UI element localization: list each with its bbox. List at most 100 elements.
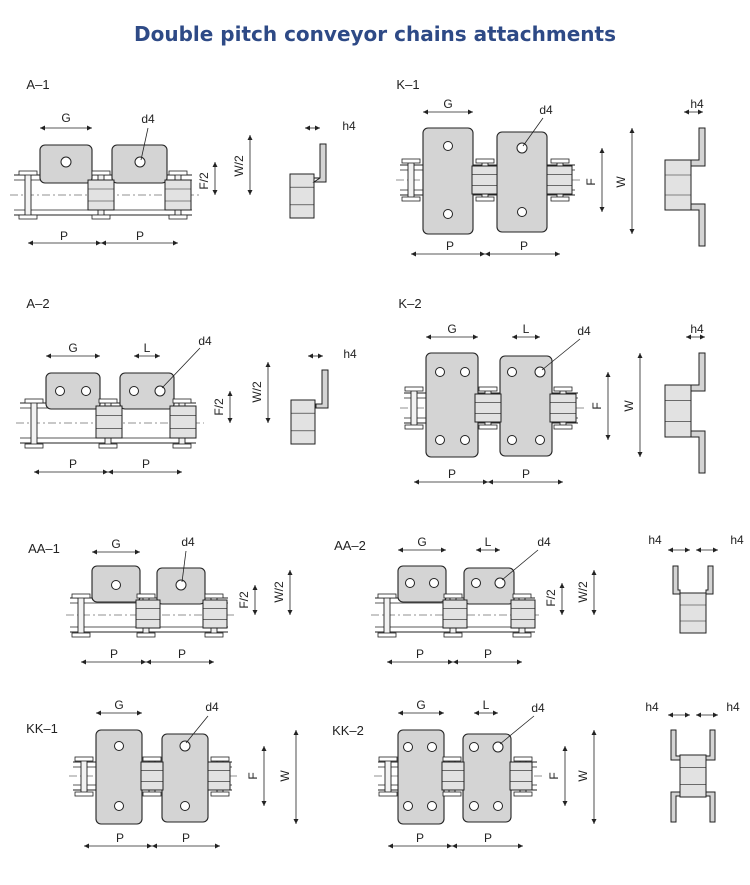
- arrow-head: [473, 334, 478, 340]
- pin-head: [98, 443, 118, 449]
- arrow-head: [137, 710, 142, 716]
- dim-w2: W/2: [272, 581, 286, 603]
- arrow-head: [685, 712, 690, 718]
- pin-head: [74, 756, 94, 762]
- arrow-head: [439, 710, 444, 716]
- arrow-head: [87, 125, 92, 131]
- arrow-head: [141, 659, 146, 665]
- arrow-head: [209, 659, 214, 665]
- dim-d4: d4: [205, 700, 219, 714]
- dim-f: F: [590, 402, 604, 409]
- hole: [443, 209, 453, 219]
- pin-head: [24, 398, 44, 404]
- pin-head: [142, 791, 162, 797]
- dim-l: L: [144, 341, 151, 355]
- arrow-head: [696, 712, 701, 718]
- arrow-head: [261, 746, 267, 751]
- leader-line: [185, 715, 209, 744]
- arrow-head: [562, 746, 568, 751]
- pin-head: [172, 443, 192, 449]
- pin-head: [98, 398, 118, 404]
- arrow-head: [318, 353, 323, 359]
- hole: [435, 367, 445, 377]
- roller: [442, 599, 468, 629]
- dim-w: W: [576, 770, 590, 782]
- arrow-head: [247, 190, 253, 195]
- arrow-head: [308, 353, 313, 359]
- hole: [516, 142, 528, 154]
- dim-h4: h4: [342, 119, 356, 133]
- arrow-head: [315, 125, 320, 131]
- arrow-head: [34, 469, 39, 475]
- arrow-head: [448, 659, 453, 665]
- dim-w: W: [278, 770, 292, 782]
- roller: [510, 599, 536, 629]
- arrow-head: [485, 251, 490, 257]
- arrow-head: [480, 251, 485, 257]
- pin-head: [377, 593, 397, 599]
- dim-d4: d4: [198, 334, 212, 348]
- arrow-head: [227, 391, 233, 396]
- attachment-plate: [119, 372, 175, 410]
- arrow-head: [629, 229, 635, 234]
- dim-f2: F/2: [237, 591, 251, 609]
- dim-p: P: [142, 457, 150, 471]
- arrow-head: [447, 843, 452, 849]
- pin: [383, 594, 391, 637]
- dim-d4: d4: [181, 535, 195, 549]
- pin-head: [475, 158, 495, 164]
- pin: [24, 171, 32, 219]
- dim-h4: h4: [648, 533, 662, 547]
- pin-head: [378, 756, 398, 762]
- dim-p: P: [110, 647, 118, 661]
- arrow-head: [637, 452, 643, 457]
- arrow-head: [599, 207, 605, 212]
- dim-f: F: [246, 772, 260, 779]
- roller: [164, 179, 192, 211]
- arrow-head: [512, 334, 517, 340]
- arrow-head: [685, 547, 690, 553]
- pin-head: [91, 214, 111, 220]
- hole: [427, 801, 437, 811]
- dim-h4: h4: [343, 347, 357, 361]
- pin-head: [71, 593, 91, 599]
- arrow-head: [28, 240, 33, 246]
- dim-p: P: [522, 467, 530, 481]
- arrow-head: [468, 109, 473, 115]
- arrow-head: [700, 334, 705, 340]
- roller: [679, 754, 707, 798]
- arrow-head: [287, 610, 293, 615]
- pin-head: [478, 424, 498, 430]
- arrow-head: [96, 240, 101, 246]
- arrow-head: [388, 843, 393, 849]
- arrow-head: [155, 353, 160, 359]
- pin-head: [204, 593, 224, 599]
- attachment-side: [672, 565, 681, 595]
- attachment-side: [690, 127, 706, 167]
- pin-head: [172, 398, 192, 404]
- pin-head: [513, 791, 533, 797]
- arrow-head: [555, 251, 560, 257]
- dim-g: G: [61, 111, 70, 125]
- roller: [207, 761, 231, 791]
- dim-p: P: [182, 831, 190, 845]
- pin-head: [142, 756, 162, 762]
- hole: [114, 801, 124, 811]
- dim-w: W: [614, 176, 628, 188]
- label-kk1: KK–1: [26, 721, 58, 736]
- dim-p: P: [446, 239, 454, 253]
- pin-head: [168, 170, 188, 176]
- dim-h4: h4: [726, 700, 740, 714]
- arrow-head: [103, 469, 108, 475]
- attachment-side: [705, 729, 716, 761]
- arrow-head: [398, 710, 403, 716]
- arrow-head: [177, 469, 182, 475]
- hole: [175, 579, 187, 591]
- hole: [507, 367, 517, 377]
- roller: [664, 384, 692, 438]
- pin-head: [550, 158, 570, 164]
- hole: [154, 385, 166, 397]
- dim-w2: W/2: [250, 381, 264, 403]
- dim-p: P: [416, 647, 424, 661]
